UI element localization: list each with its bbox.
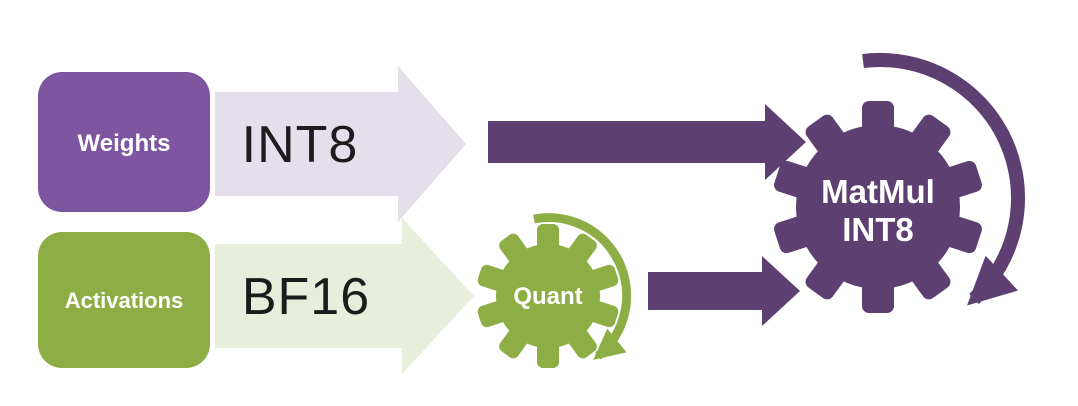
weights-to-matmul-arrow xyxy=(488,104,806,180)
weights-box xyxy=(38,72,210,212)
activations-format-arrow xyxy=(215,218,474,374)
quant-gear-icon: Quant xyxy=(476,224,620,368)
quant-to-matmul-arrow xyxy=(648,256,800,326)
matmul-gear-body xyxy=(796,125,960,289)
weights-format-arrow xyxy=(215,66,466,222)
matmul-cycle-arrow-icon xyxy=(862,52,1025,306)
quant-gear-label: Quant xyxy=(513,283,582,310)
quant-cycle-arrow-icon xyxy=(533,213,632,360)
activations-box xyxy=(38,232,210,368)
matmul-gear-label-line2: INT8 xyxy=(842,211,914,248)
matmul-gear-label-line1: MatMul xyxy=(821,173,935,210)
weights-box-label: Weights xyxy=(78,130,171,157)
matmul-gear-icon: MatMul INT8 xyxy=(772,101,984,313)
activations-box-label: Activations xyxy=(65,288,184,313)
weights-format-label: INT8 xyxy=(242,116,359,174)
activations-format-label: BF16 xyxy=(242,268,370,326)
quant-gear-body xyxy=(496,244,600,348)
